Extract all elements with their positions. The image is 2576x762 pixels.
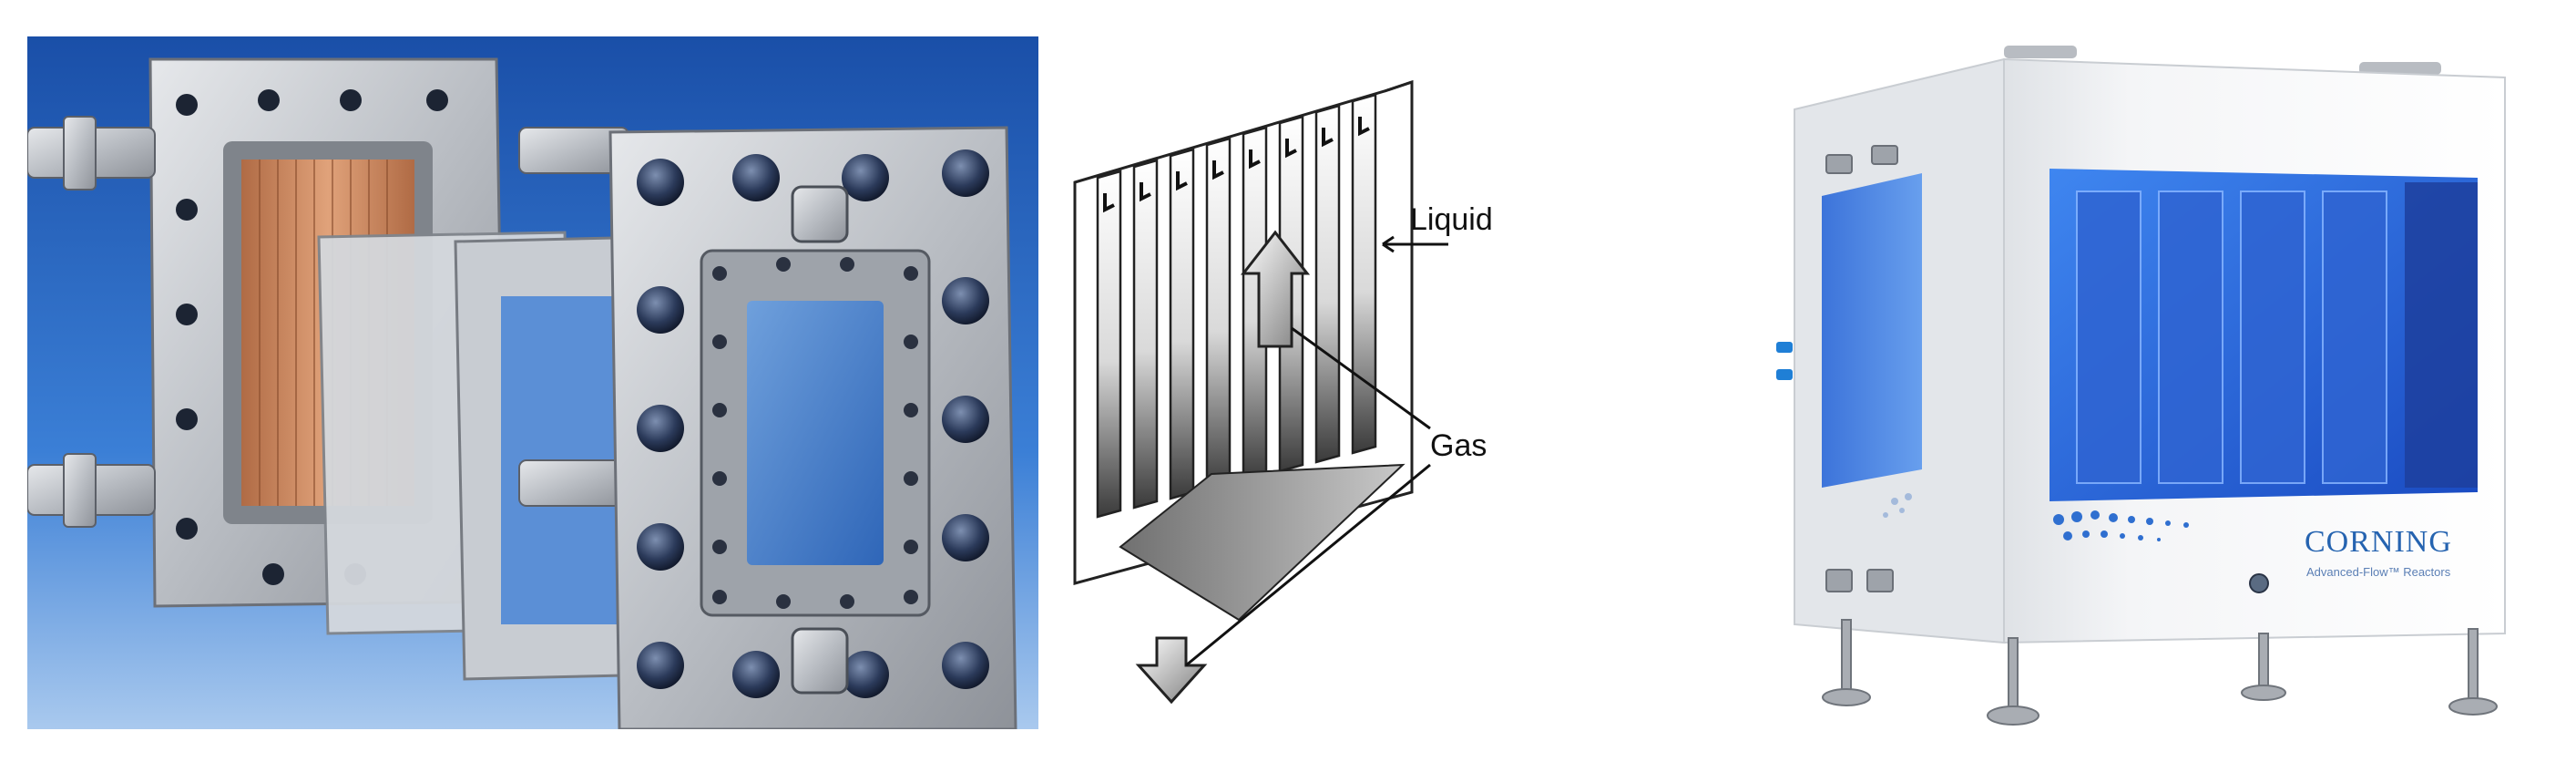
gas-up-arrow <box>1240 230 1311 348</box>
inlet-fittings <box>27 116 156 528</box>
diagram-drawing: Liquid Gas <box>1073 79 1493 705</box>
side-window <box>1822 173 1922 488</box>
corning-logo-text: CORNING <box>2305 525 2452 559</box>
corning-illustration: CORNING Advanced-Flow™ Reactors <box>1776 36 2532 729</box>
front-window-plate <box>608 126 1017 729</box>
label-gas: Gas <box>1430 428 1487 463</box>
leveling-feet <box>1822 619 2498 726</box>
corning-subtitle: Advanced-Flow™ Reactors <box>2306 565 2451 579</box>
label-liquid: Liquid <box>1410 202 1493 237</box>
falling-film-diagram: Liquid Gas <box>1048 36 1558 729</box>
gas-down-arrow <box>1135 636 1208 705</box>
brand-dots <box>2053 510 2189 541</box>
microreactor-illustration <box>27 36 1038 729</box>
microreactor-photo <box>27 36 1038 729</box>
outlet-fittings <box>518 127 629 507</box>
corning-reactor-photo: CORNING Advanced-Flow™ Reactors <box>1776 36 2532 729</box>
